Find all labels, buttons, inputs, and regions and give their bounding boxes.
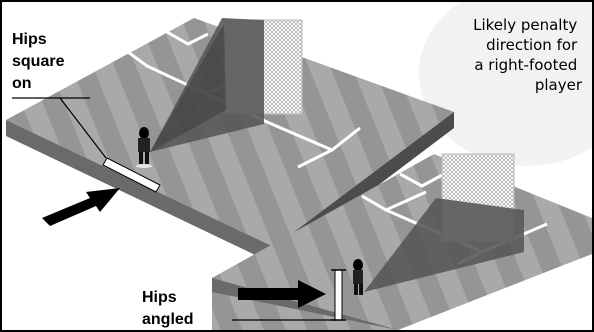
bottom-player: [353, 259, 363, 295]
bottom-hips-bar: [335, 270, 342, 320]
caption-line: player: [535, 76, 583, 94]
caption-line: a right-footed: [474, 56, 577, 74]
bottom-label-line: angled: [142, 311, 194, 328]
bottom-label: Hips angled: [142, 289, 194, 328]
caption-line: Likely penalty: [473, 16, 577, 34]
top-label-line: on: [12, 75, 32, 92]
caption-line: direction for: [486, 36, 578, 54]
top-label: Hips square on: [12, 31, 69, 92]
top-label-line: Hips: [12, 31, 47, 48]
bottom-label-line: Hips: [142, 289, 177, 306]
top-label-line: square: [12, 53, 65, 70]
top-arrow: [42, 188, 120, 226]
